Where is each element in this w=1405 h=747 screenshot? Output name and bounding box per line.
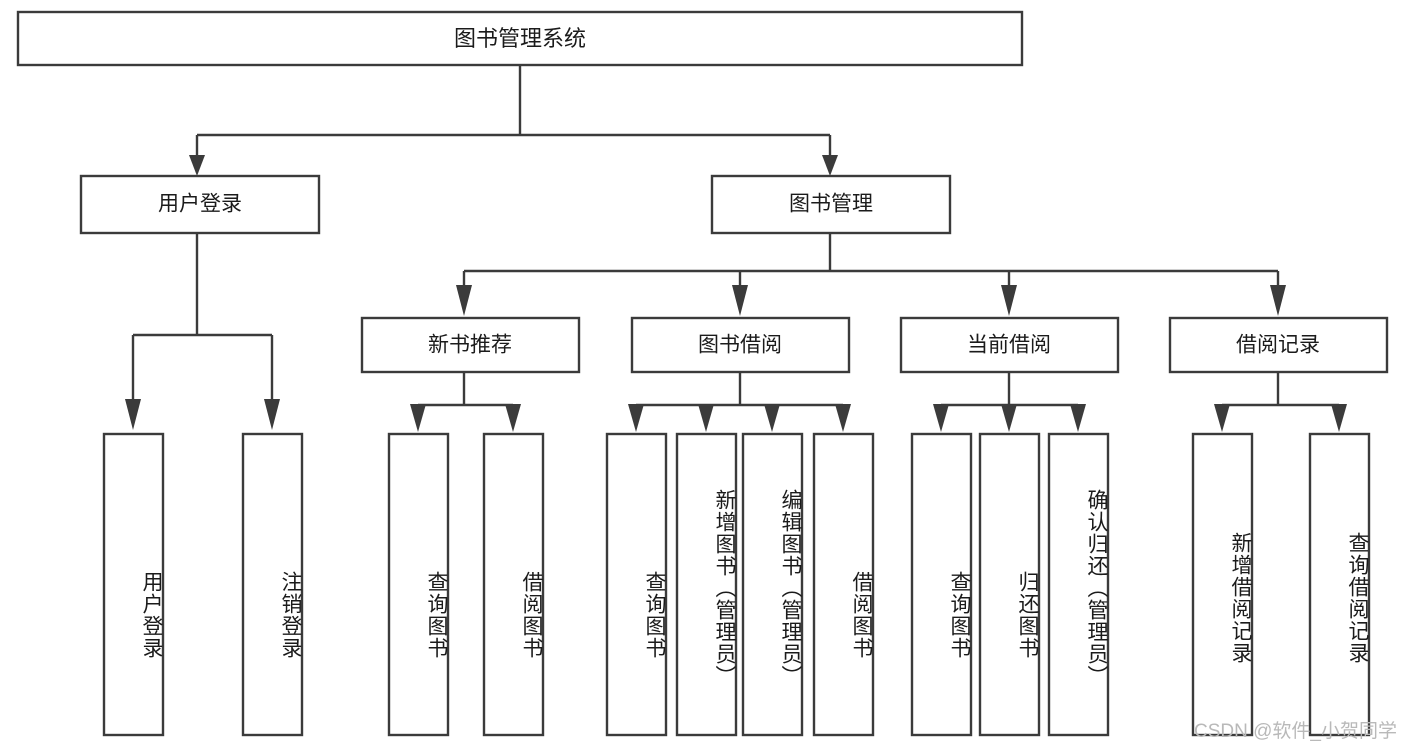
node-borrow-record[interactable]: 借阅记录 <box>1168 316 1389 374</box>
arrowhead-borrowrecord-leaf-2 <box>1331 404 1347 432</box>
node-book-borrow-label: 图书借阅 <box>698 334 782 357</box>
node-book-borrow-box[interactable] <box>630 316 851 374</box>
leaf-boxes-layer <box>102 432 1371 737</box>
arrowhead-bookborrow-leaf-2 <box>698 404 714 432</box>
node-user-login-box[interactable] <box>79 174 321 235</box>
node-root-box[interactable] <box>16 10 1024 67</box>
node-current-borrow-label: 当前借阅 <box>967 334 1051 357</box>
arrowhead-currentborrow-leaf-1 <box>933 404 949 432</box>
node-book-borrow[interactable]: 图书借阅 <box>630 316 851 374</box>
node-root-label: 图书管理系统 <box>454 26 586 51</box>
leaf-box-user-login[interactable] <box>102 432 165 737</box>
arrowhead-leaf-user-login <box>125 399 141 430</box>
arrowhead-user-login <box>189 155 205 176</box>
arrowhead-currentborrow-leaf-3 <box>1070 404 1086 432</box>
node-current-borrow[interactable]: 当前借阅 <box>899 316 1120 374</box>
arrowhead-newbook-leaf-1 <box>410 404 426 432</box>
watermark-text: CSDN @软件_小贺同学 <box>1194 721 1397 742</box>
arrowhead-borrow-record <box>1270 285 1286 316</box>
leaf-box-currentborrow-query[interactable] <box>910 432 973 737</box>
leaf-box-borrowrecord-query[interactable] <box>1308 432 1371 737</box>
node-new-book-recommend-box[interactable] <box>360 316 581 374</box>
node-user-login-label: 用户登录 <box>158 193 242 216</box>
node-root[interactable]: 图书管理系统 <box>16 10 1024 67</box>
leaf-box-currentborrow-return[interactable] <box>978 432 1041 737</box>
leaf-box-bookborrow-edit[interactable] <box>741 432 804 737</box>
arrowhead-book-manage <box>822 155 838 176</box>
node-borrow-record-label: 借阅记录 <box>1236 334 1320 357</box>
node-book-manage[interactable]: 图书管理 <box>710 174 952 235</box>
arrowhead-current-borrow <box>1001 285 1017 316</box>
leaf-box-bookborrow-borrow[interactable] <box>812 432 875 737</box>
arrowhead-leaf-logout <box>264 399 280 430</box>
node-book-manage-box[interactable] <box>710 174 952 235</box>
arrowhead-currentborrow-leaf-2 <box>1001 404 1017 432</box>
node-borrow-record-box[interactable] <box>1168 316 1389 374</box>
arrowhead-bookborrow-leaf-4 <box>835 404 851 432</box>
node-user-login[interactable]: 用户登录 <box>79 174 321 235</box>
node-book-manage-label: 图书管理 <box>789 193 873 216</box>
leaf-box-currentborrow-confirm[interactable] <box>1047 432 1110 737</box>
arrowhead-book-borrow <box>732 285 748 316</box>
connector-layer <box>125 65 1347 432</box>
arrowhead-newbook-leaf-2 <box>505 404 521 432</box>
leaf-box-newbook-borrow[interactable] <box>482 432 545 737</box>
leaf-box-borrowrecord-add[interactable] <box>1191 432 1254 737</box>
node-new-book-recommend[interactable]: 新书推荐 <box>360 316 581 374</box>
leaf-box-bookborrow-query[interactable] <box>605 432 668 737</box>
arrowhead-bookborrow-leaf-3 <box>764 404 780 432</box>
arrowhead-new-book-recommend <box>456 285 472 316</box>
node-new-book-recommend-label: 新书推荐 <box>428 334 512 357</box>
leaf-box-logout[interactable] <box>241 432 304 737</box>
arrowhead-borrowrecord-leaf-1 <box>1214 404 1230 432</box>
leaf-box-bookborrow-add[interactable] <box>675 432 738 737</box>
leaf-box-newbook-query[interactable] <box>387 432 450 737</box>
arrowhead-bookborrow-leaf-1 <box>628 404 644 432</box>
node-current-borrow-box[interactable] <box>899 316 1120 374</box>
